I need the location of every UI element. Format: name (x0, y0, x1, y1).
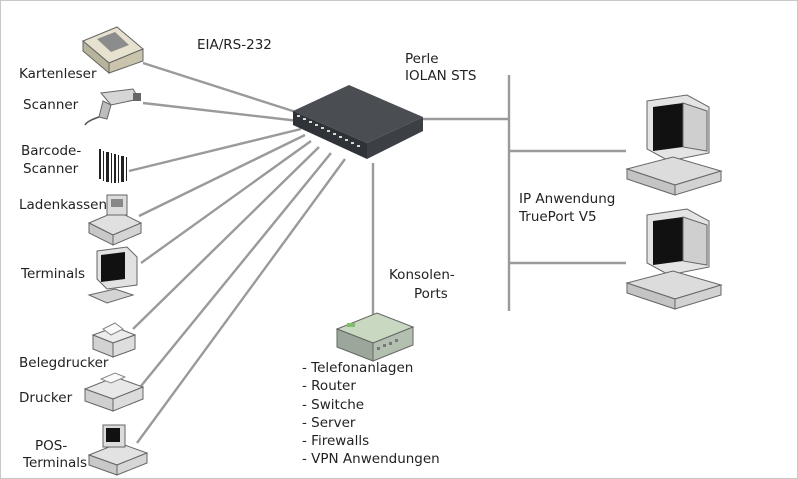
printer-icon (83, 372, 145, 412)
cash-register-icon (87, 194, 143, 246)
device-label-pos-line2: Terminals (23, 455, 88, 471)
pos-terminal-icon (87, 424, 149, 476)
terminal-icon (87, 246, 138, 304)
list-item: - Server (302, 414, 356, 431)
console-device-icon (335, 312, 415, 362)
handheld-scanner-icon (84, 88, 141, 126)
device-label-scanner: Scanner (23, 97, 79, 113)
wire-kartenleser (142, 61, 300, 115)
perle-label: Perle (405, 51, 439, 67)
wire-pos (136, 158, 346, 444)
list-item: - Telefonanlagen (302, 360, 414, 376)
device-label-barcode-line1: Barcode- (21, 143, 82, 159)
iolan-sts-switch (293, 85, 423, 159)
device-label-pos-line1: POS- (35, 438, 68, 454)
list-item: - Firewalls (302, 433, 370, 450)
pc-top-icon (625, 94, 723, 196)
list-item: - VPN Anwendungen (302, 451, 440, 468)
ip-anwendung-label: IP Anwendung (519, 191, 616, 207)
ports-label: Ports (414, 286, 448, 302)
eia-rs232-label: EIA/RS-232 (197, 37, 272, 53)
barcode-icon (99, 149, 127, 183)
receipt-printer-icon (91, 322, 137, 358)
list-item: - Router (302, 378, 356, 395)
wire-terminals (140, 140, 312, 264)
device-label-belegdrucker: Belegdrucker (19, 355, 109, 371)
list-item: - Switche (302, 396, 365, 413)
iolan-sts-label: IOLAN STS (405, 68, 477, 84)
wire-barcode (128, 127, 302, 173)
device-label-terminals: Terminals (21, 266, 86, 282)
device-label-ladenkassen: Ladenkassen (19, 197, 108, 213)
wire-scanner (142, 101, 300, 123)
wire-ladenkassen (138, 133, 306, 218)
konsolen-label: Konsolen- (389, 267, 455, 283)
device-label-kartenleser: Kartenleser (19, 66, 97, 82)
pc-bottom-icon (625, 208, 723, 310)
console-device-list: - Telefonanlagen - Router - Switche - Se… (302, 359, 440, 469)
device-label-barcode-line2: Scanner (23, 161, 79, 177)
card-reader-icon (82, 26, 144, 75)
wire-belegdrucker (132, 146, 320, 330)
device-label-drucker: Drucker (19, 390, 73, 406)
wire-drucker (140, 152, 332, 387)
trueport-label: TruePort V5 (519, 209, 597, 225)
